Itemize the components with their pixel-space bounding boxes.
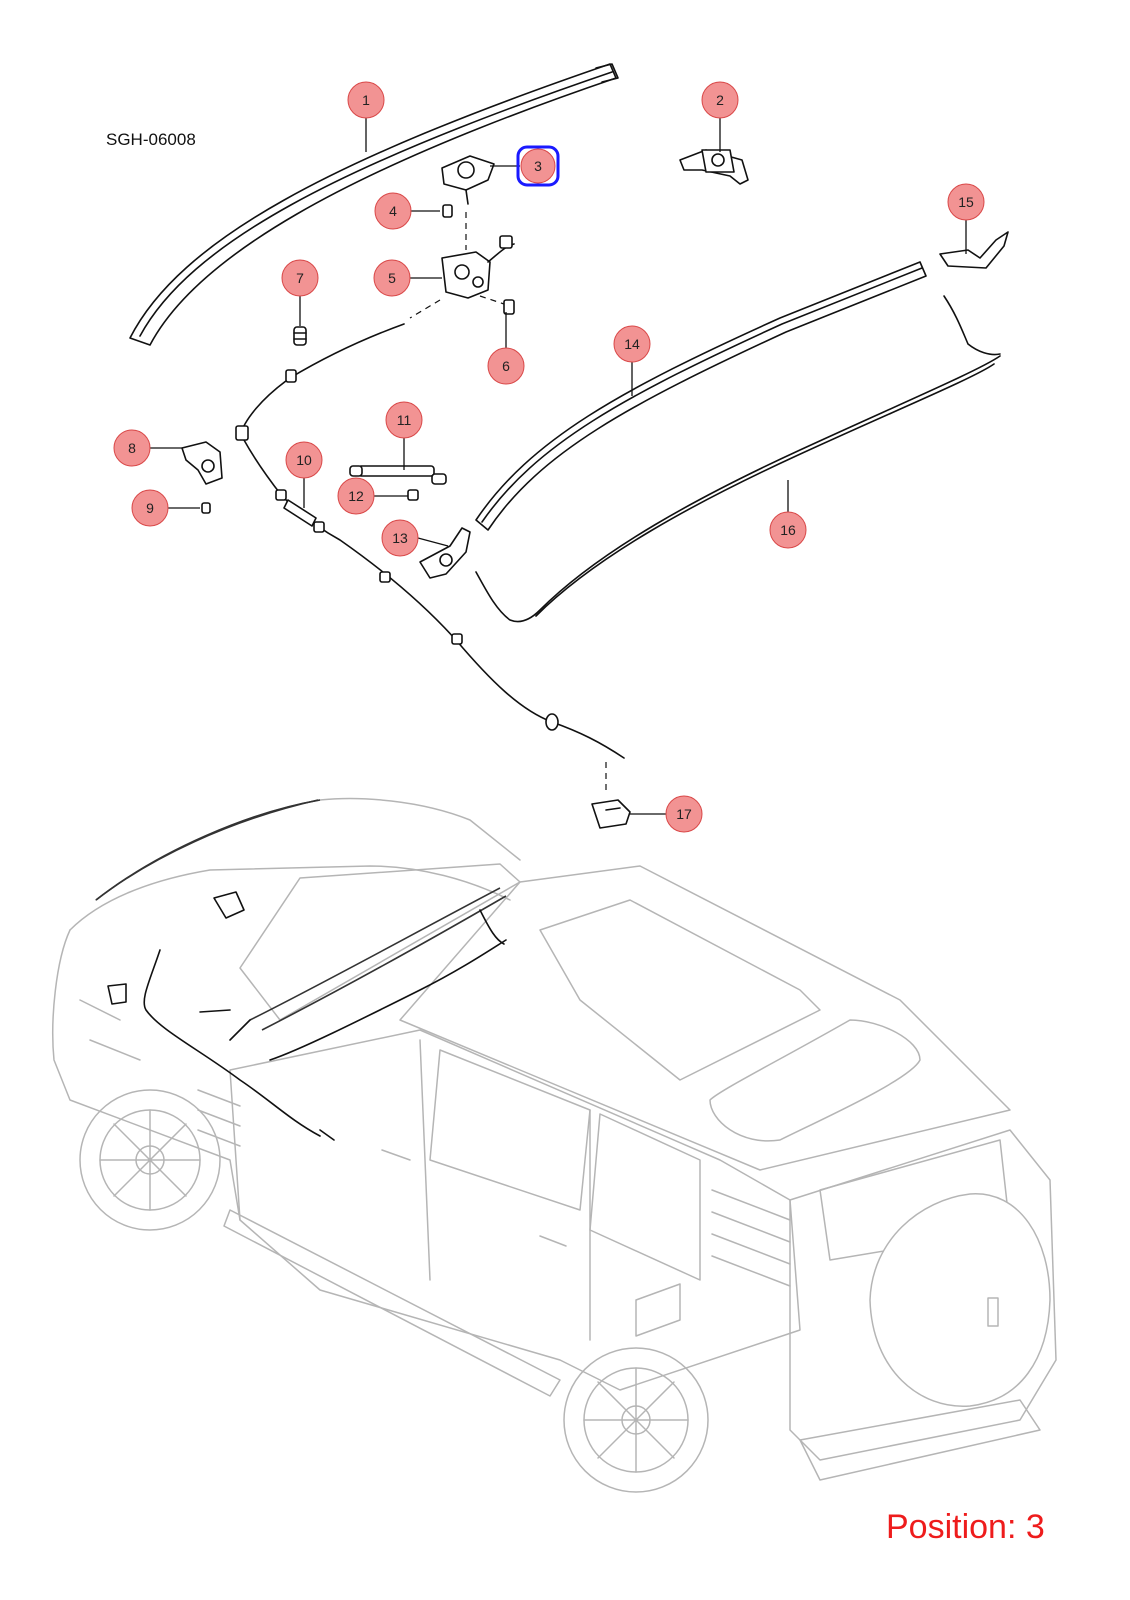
callout-13-label: 13 (392, 530, 408, 546)
position-label: Position: 3 (886, 1508, 1045, 1546)
callout-11-label: 11 (397, 412, 412, 428)
callout-13[interactable]: 13 (381, 519, 419, 557)
part-bracket-15 (939, 231, 1009, 269)
part-latch-cover (441, 155, 495, 205)
callout-17-label: 17 (676, 806, 692, 822)
callout-1[interactable]: 1 (347, 81, 385, 119)
callout-15[interactable]: 15 (947, 183, 985, 221)
part-gas-strut (349, 465, 447, 485)
part-drain-tube (475, 295, 1001, 623)
callout-12[interactable]: 12 (337, 477, 375, 515)
callout-9[interactable]: 9 (131, 489, 169, 527)
vehicle-installed-parts (95, 799, 507, 1141)
callout-6-label: 6 (502, 358, 510, 374)
callout-5-label: 5 (388, 270, 396, 286)
callout-7-label: 7 (296, 270, 304, 286)
callout-9-label: 9 (146, 500, 154, 516)
callout-10-label: 10 (296, 452, 312, 468)
part-bump-stop (293, 326, 307, 346)
part-release-cable (235, 323, 625, 792)
part-bracket-8 (181, 441, 223, 485)
part-hinge-bracket (419, 527, 471, 579)
part-clip-9 (201, 502, 211, 514)
callout-6[interactable]: 6 (487, 347, 525, 385)
callout-2[interactable]: 2 (701, 81, 739, 119)
part-release-handle (591, 799, 631, 829)
callout-16[interactable]: 16 (769, 511, 807, 549)
callout-2-label: 2 (716, 92, 724, 108)
callout-3-label: 3 (534, 158, 542, 174)
callout-8[interactable]: 8 (113, 429, 151, 467)
part-hood-latch (409, 212, 515, 319)
callout-10[interactable]: 10 (285, 441, 323, 479)
callout-5[interactable]: 5 (373, 259, 411, 297)
callout-4-label: 4 (389, 203, 397, 219)
part-bracket-2 (679, 149, 749, 185)
callout-1-label: 1 (362, 92, 370, 108)
callout-16-label: 16 (780, 522, 796, 538)
part-rear-seal (475, 261, 927, 531)
callout-11[interactable]: 11 (385, 401, 423, 439)
callout-3[interactable]: 3 (516, 145, 560, 187)
diagram-code: SGH-06008 (106, 130, 196, 149)
callout-17[interactable]: 17 (665, 795, 703, 833)
callout-14[interactable]: 14 (613, 325, 651, 363)
leader-lines (150, 118, 967, 815)
callout-12-label: 12 (348, 488, 364, 504)
callout-15-label: 15 (958, 194, 974, 210)
part-fastener-12 (407, 489, 419, 501)
callout-14-label: 14 (624, 336, 640, 352)
part-bolt-4 (442, 204, 453, 218)
vehicle-outline (52, 797, 1057, 1493)
part-screw-6 (503, 299, 515, 315)
callout-7[interactable]: 7 (281, 259, 319, 297)
selected-callout-outline (516, 145, 560, 187)
callout-8-label: 8 (128, 440, 136, 456)
part-front-seal-strip (129, 63, 619, 346)
callout-4[interactable]: 4 (374, 192, 412, 230)
